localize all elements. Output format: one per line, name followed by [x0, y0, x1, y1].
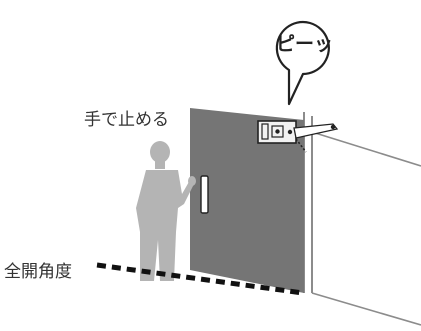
- door-handle: [200, 175, 209, 214]
- door-frame: [303, 112, 421, 326]
- full-open-angle-label: 全開角度: [4, 262, 72, 282]
- full-open-angle-line: [96, 262, 304, 296]
- door-panel: [190, 108, 304, 293]
- door-closer-device: [257, 120, 339, 153]
- beep-text: ピーッ: [276, 33, 334, 55]
- person-silhouette: [136, 141, 196, 281]
- stop-by-hand-label: 手で止める: [84, 110, 169, 130]
- speech-bubble: [275, 20, 330, 106]
